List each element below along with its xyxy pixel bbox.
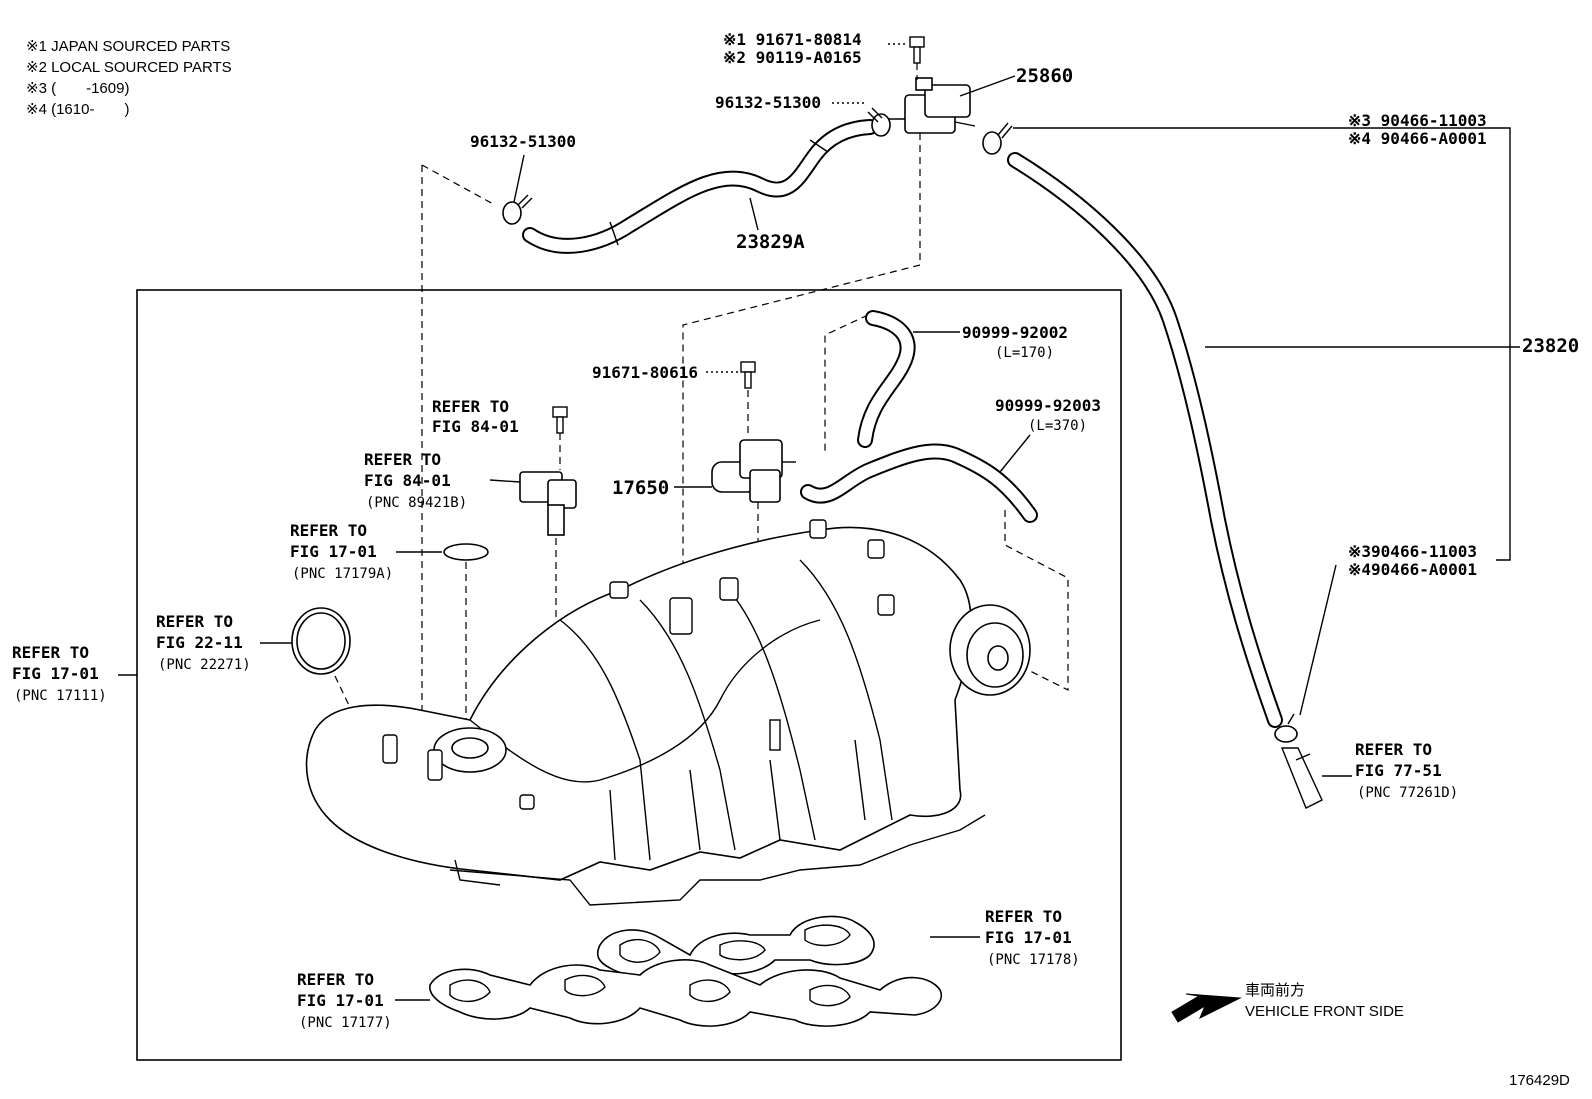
- label-ref-77-51-3: (PNC 77261D): [1357, 785, 1458, 801]
- label-ref-17177-3: (PNC 17177): [299, 1015, 392, 1031]
- label-96132-center: 96132-51300: [715, 93, 821, 112]
- label-ref-17179a-3: (PNC 17179A): [292, 566, 393, 582]
- note-3: ※3 ( -1609): [26, 80, 129, 97]
- leader-25860: [959, 75, 1016, 97]
- label-ref-84-01-b-3: (PNC 89421B): [366, 495, 467, 511]
- label-ref-17177-1: REFER TO: [297, 970, 374, 989]
- label-ref-77-51-1: REFER TO: [1355, 740, 1432, 759]
- label-ref-77-51-2: FIG 77-51: [1355, 761, 1442, 780]
- label-ref-84-01-b-1: REFER TO: [364, 450, 441, 469]
- o-ring-17179a[interactable]: [443, 543, 489, 561]
- label-ref-17179a-1: REFER TO: [290, 521, 367, 540]
- gasket-17177[interactable]: [429, 959, 942, 1027]
- label-ref-84-01-a-1: REFER TO: [432, 397, 509, 416]
- hose-clamp-left[interactable]: [502, 194, 533, 225]
- hose-clamp-right-top[interactable]: [982, 122, 1013, 155]
- figure-number: 176429D: [1509, 1072, 1570, 1089]
- label-clamp-rb-4: ※490466-A0001: [1348, 560, 1477, 579]
- hose-23820[interactable]: [1007, 152, 1283, 728]
- label-ref-17178-3: (PNC 17178): [987, 952, 1080, 968]
- label-23820: 23820: [1522, 335, 1579, 357]
- dash-hose-92002: [824, 314, 869, 455]
- label-front-jp: 車両前方: [1245, 982, 1305, 999]
- bolt-80616[interactable]: [740, 361, 756, 389]
- pipe-stub-77261d: [1280, 747, 1323, 809]
- label-ref-84-01-b-2: FIG 84-01: [364, 471, 451, 490]
- hose-92002[interactable]: [857, 310, 916, 448]
- hose-clamp-center[interactable]: [867, 107, 891, 137]
- label-ref-17178-2: FIG 17-01: [985, 928, 1072, 947]
- label-ref-84-01-a-2: FIG 84-01: [432, 417, 519, 436]
- label-ref-17178-1: REFER TO: [985, 907, 1062, 926]
- label-23829a: 23829A: [736, 231, 805, 253]
- bracket-23820: [1496, 127, 1511, 561]
- note-1: ※1 JAPAN SOURCED PARTS: [26, 38, 230, 55]
- leader-sensor: [489, 479, 521, 483]
- hose-92003[interactable]: [800, 443, 1038, 523]
- label-92003-len: (L=370): [1028, 418, 1087, 434]
- label-clamp-rt-4: ※4 90466-A0001: [1348, 129, 1487, 148]
- label-ref-22-11-2: FIG 22-11: [156, 633, 243, 652]
- label-92003: 90999-92003: [995, 396, 1101, 415]
- label-ref-17111-2: FIG 17-01: [12, 664, 99, 683]
- bolt-top[interactable]: [909, 36, 925, 64]
- dash-clamp-left: [421, 164, 496, 206]
- label-96132-left: 96132-51300: [470, 132, 576, 151]
- label-ref-17177-2: FIG 17-01: [297, 991, 384, 1010]
- label-clamp-rt-3: ※3 90466-11003: [1348, 111, 1487, 130]
- leader-clamp-left: [513, 154, 525, 203]
- label-bolt-80616: 91671-80616: [592, 363, 698, 382]
- bolt-sensor[interactable]: [552, 406, 568, 434]
- label-17650: 17650: [612, 477, 669, 499]
- label-ref-17111-3: (PNC 17111): [14, 688, 107, 704]
- hose-clamp-right-bottom[interactable]: [1274, 713, 1298, 743]
- gasket-17178[interactable]: [596, 915, 875, 977]
- legend-notes: ※1 JAPAN SOURCED PARTS ※2 LOCAL SOURCED …: [26, 38, 232, 118]
- leader-clamp-right-bottom: [1299, 564, 1337, 716]
- intake-manifold-17111[interactable]: [305, 519, 1031, 906]
- note-2: ※2 LOCAL SOURCED PARTS: [26, 59, 232, 76]
- label-92002: 90999-92002: [962, 323, 1068, 342]
- label-25860: 25860: [1016, 65, 1073, 87]
- leader-23829a: [749, 197, 759, 231]
- hose-23829a[interactable]: [522, 119, 878, 254]
- leader-92003: [999, 434, 1031, 473]
- label-clamp-rb-3: ※390466-11003: [1348, 542, 1477, 561]
- label-ref-22-11-1: REFER TO: [156, 612, 233, 631]
- note-4: ※4 (1610- ): [26, 101, 129, 118]
- vsv-17650[interactable]: [711, 439, 796, 503]
- label-ref-17111-1: REFER TO: [12, 643, 89, 662]
- label-front-en: VEHICLE FRONT SIDE: [1245, 1003, 1404, 1020]
- sensor-89421b[interactable]: [519, 471, 577, 536]
- label-bolt-top-1: ※1 91671-80814: [723, 30, 862, 49]
- label-92002-len: (L=170): [995, 345, 1054, 361]
- label-ref-22-11-3: (PNC 22271): [158, 657, 251, 673]
- front-direction-arrow-icon: [1171, 993, 1242, 1023]
- vsv-25860[interactable]: [888, 77, 976, 134]
- gasket-22271[interactable]: [291, 607, 351, 675]
- label-ref-17179a-2: FIG 17-01: [290, 542, 377, 561]
- label-bolt-top-2: ※2 90119-A0165: [723, 48, 862, 67]
- dash-vsv-to-manifold: [682, 133, 921, 610]
